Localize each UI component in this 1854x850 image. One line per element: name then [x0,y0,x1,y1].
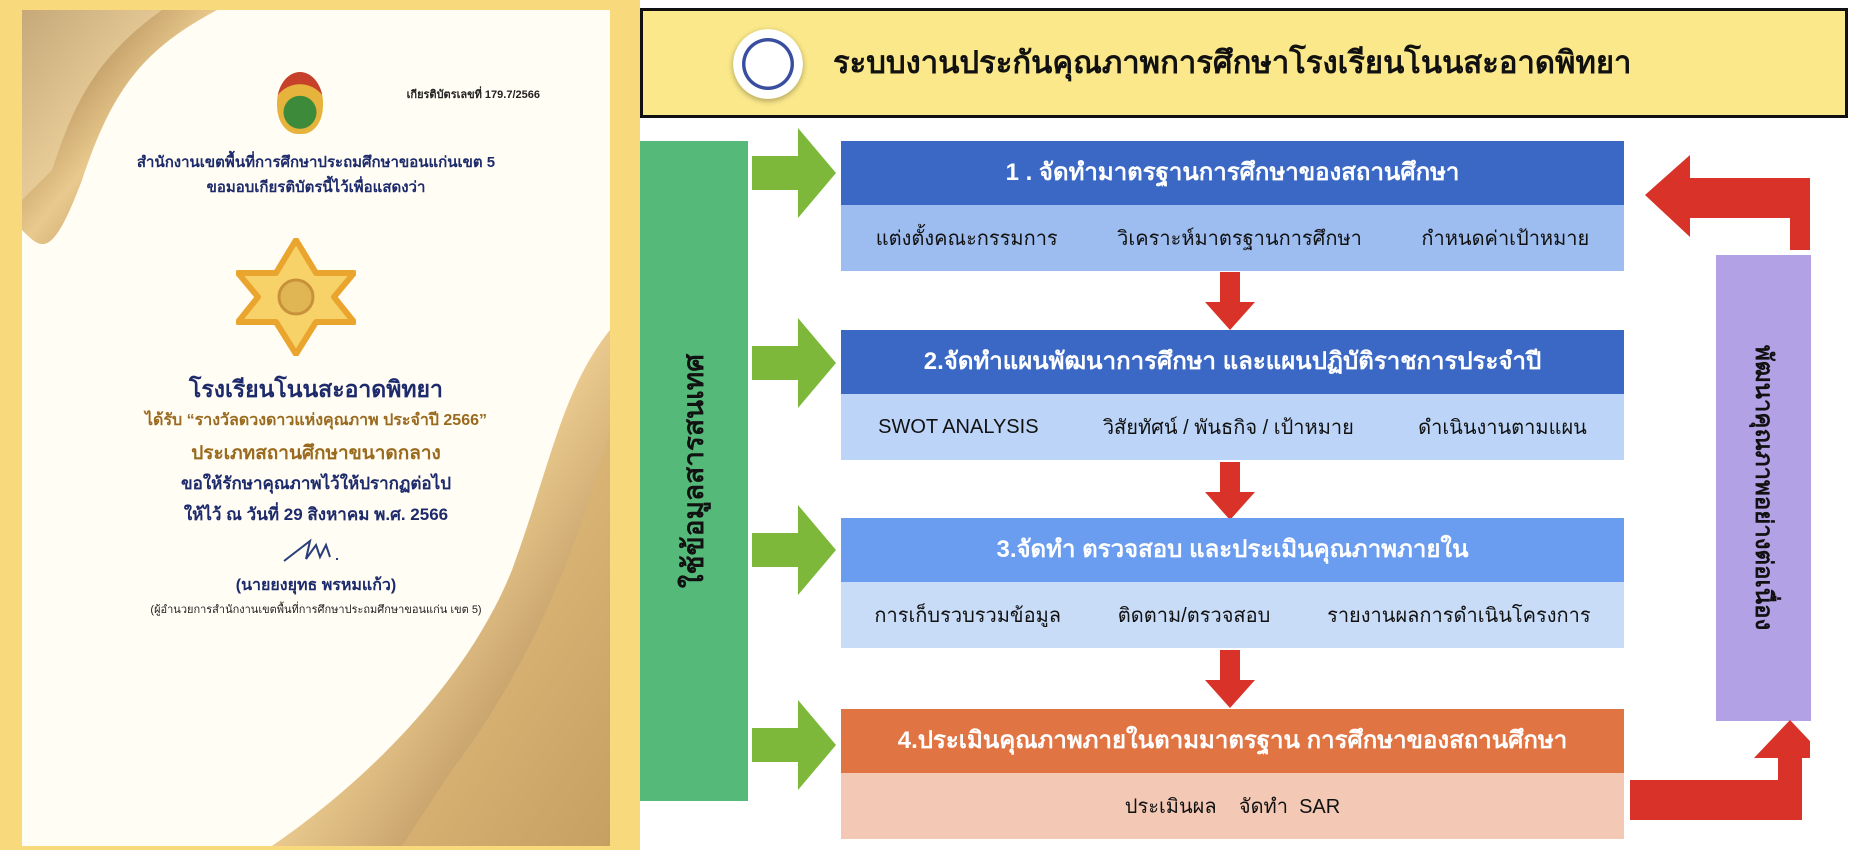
down-arrow-icon [1205,272,1255,330]
step-item: การเก็บรวบรวมข้อมูล [874,605,1062,627]
green-arrow-icon [752,505,836,595]
step-1-box: 1 . จัดทำมาตรฐานการศึกษาของสถานศึกษา แต่… [841,141,1624,271]
signature [283,538,338,562]
step-item: ประเมินผล จัดทำ SAR [1124,796,1341,818]
issuer: สำนักงานเขตพื้นที่การศึกษาประถมศึกษาขอนแ… [136,154,496,171]
certificate-number: เกียรติบัตรเลขที่ 179.7/2566 [406,89,540,101]
continuous-improvement-bar: พัฒนาคุณภาพอย่างต่อเนื่อง [1716,255,1811,721]
title-bar: ระบบงานประกันคุณภาพการศึกษาโรงเรียนโนนสะ… [640,8,1848,118]
star-award-icon [236,238,356,356]
step-3-box: 3.จัดทำ ตรวจสอบ และประเมินคุณภาพภายใน กา… [841,518,1624,648]
certificate: เกียรติบัตรเลขที่ 179.7/2566 สำนักงานเขต… [22,10,610,846]
step-item: กำหนดค่าเป้าหมาย [1421,228,1590,250]
green-arrow-icon [752,318,836,408]
down-arrow-icon [1205,650,1255,708]
return-arrow-icon [1645,155,1810,250]
award-name: ได้รับ “รางวัลดวงดาวแห่งคุณภาพ ประจำปี 2… [145,412,487,429]
green-arrow-icon [752,700,836,790]
step-item: วิเคราะห์มาตรฐานการศึกษา [1117,228,1362,250]
green-arrow-icon [752,128,836,218]
wish-text: ขอให้รักษาคุณภาพไว้ให้ปรากฏต่อไป [181,474,451,493]
step-title: 2.จัดทำแผนพัฒนาการศึกษา และแผนปฏิบัติราช… [841,330,1624,394]
signer-name: (นายยงยุทธ พรหมแก้ว) [235,577,397,594]
step-title: 1 . จัดทำมาตรฐานการศึกษาของสถานศึกษา [841,141,1624,205]
school-logo-icon [733,29,803,99]
right-bar-label: พัฒนาคุณภาพอย่างต่อเนื่อง [1750,345,1777,631]
gold-swoosh-decoration [22,10,610,846]
step-item: แต่งตั้งคณะกรรมการ [875,228,1058,250]
step-item: รายงานผลการดำเนินโครงการ [1327,605,1591,627]
feedback-arrow-icon [1630,720,1810,820]
step-title: 3.จัดทำ ตรวจสอบ และประเมินคุณภาพภายใน [841,518,1624,582]
recipient-name: โรงเรียนโนนสะอาดพิทยา [189,376,443,402]
step-item: ติดตาม/ตรวจสอบ [1117,605,1271,627]
step-item: ดำเนินงานตามแผน [1418,417,1587,439]
step-2-box: 2.จัดทำแผนพัฒนาการศึกษา และแผนปฏิบัติราช… [841,330,1624,460]
issue-date: ให้ไว้ ณ วันที่ 29 สิงหาคม พ.ศ. 2566 [183,505,449,524]
obec-emblem-icon [277,72,323,134]
left-bar-label: ใช้ข้อมูลสารสนเทศ [678,353,709,589]
step-4-box: 4.ประเมินคุณภาพภายในตามมาตรฐาน การศึกษาข… [841,709,1624,839]
down-arrow-icon [1205,462,1255,520]
diagram-title: ระบบงานประกันคุณภาพการศึกษาโรงเรียนโนนสะ… [833,45,1632,80]
award-category: ประเภทสถานศึกษาขนาดกลาง [191,443,441,464]
use-information-bar: ใช้ข้อมูลสารสนเทศ [640,141,748,801]
intro-text: ขอมอบเกียรติบัตรนี้ไว้เพื่อแสดงว่า [206,179,426,196]
step-item: SWOT ANALYSIS [878,415,1039,438]
signer-title: (ผู้อำนวยการสำนักงานเขตพื้นที่การศึกษาปร… [150,604,482,616]
step-title: 4.ประเมินคุณภาพภายในตามมาตรฐาน การศึกษาข… [841,709,1624,773]
step-item: วิสัยทัศน์ / พันธกิจ / เป้าหมาย [1102,417,1354,439]
